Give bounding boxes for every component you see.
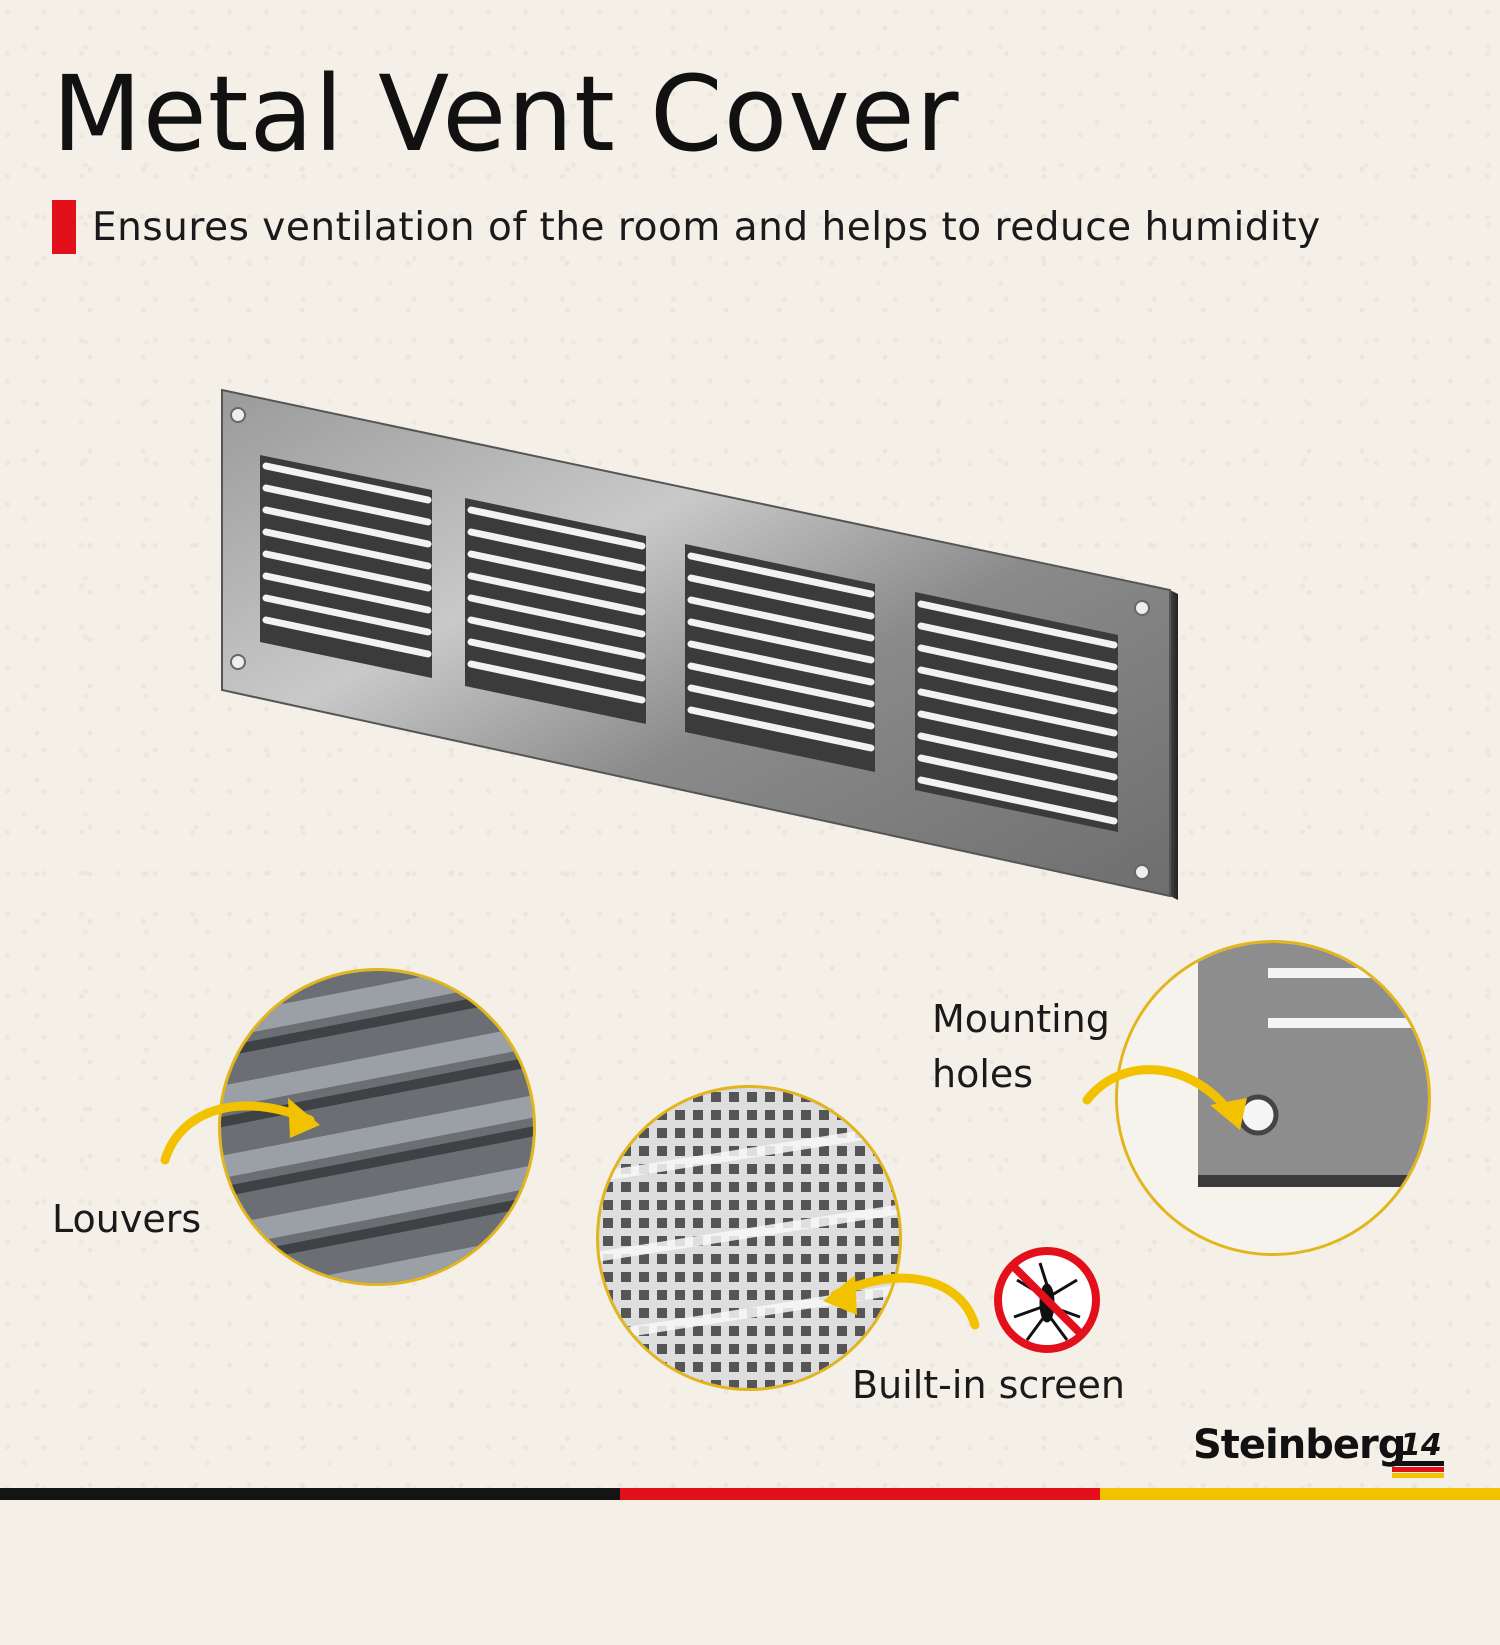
- brand-mark-text: 14: [1400, 1428, 1442, 1463]
- subtitle-row: Ensures ventilation of the room and help…: [52, 200, 1321, 254]
- footer-stripe-red: [620, 1488, 1100, 1500]
- louvers-label: Louvers: [52, 1197, 202, 1241]
- mounting-holes-label-line2: holes: [932, 1052, 1034, 1097]
- no-mosquito-icon: [994, 1247, 1100, 1353]
- subtitle: Ensures ventilation of the room and help…: [92, 204, 1321, 250]
- brand-mark-icon: 14: [1392, 1428, 1444, 1478]
- screen-arrow-on-page-icon: [823, 1273, 980, 1330]
- louvers-closeup-image: [221, 971, 533, 1283]
- louvers-arrow-icon: [160, 1098, 320, 1165]
- screen-detail-circle: [596, 1085, 902, 1391]
- mounting-holes-label: Mounting holes: [932, 992, 1110, 1102]
- footer-color-stripe: [0, 1488, 1500, 1500]
- mounting-holes-arrow-icon: [1082, 1065, 1247, 1130]
- red-accent-bar: [52, 200, 76, 254]
- screen-yellow-arrow-visible-icon: [815, 1548, 985, 1638]
- mounting-holes-label-line1: Mounting: [932, 997, 1110, 1041]
- footer-stripe-black: [0, 1488, 620, 1500]
- screen-closeup-image: [599, 1088, 899, 1388]
- page-title: Metal Vent Cover: [52, 53, 960, 175]
- brand-logo: Steinberg: [1193, 1422, 1406, 1468]
- louvers-detail-circle: [218, 968, 536, 1286]
- screen-label: Built-in screen: [852, 1363, 1125, 1407]
- footer-stripe-yellow: [1100, 1488, 1500, 1500]
- vent-cover-image: [221, 388, 1178, 900]
